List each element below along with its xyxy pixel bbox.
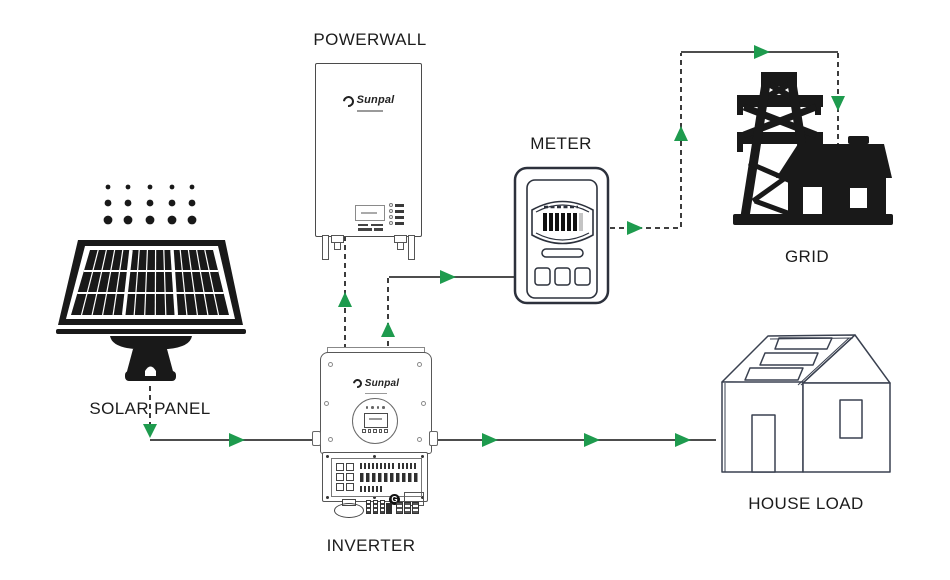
inverter-side-tab-left xyxy=(312,431,321,446)
house-door xyxy=(751,414,776,473)
inverter-buttons xyxy=(353,429,397,433)
powerwall-foot-left-stem xyxy=(334,243,341,250)
stand-arch-cutout xyxy=(145,366,156,376)
tower-leg-left xyxy=(739,76,772,224)
terminal-panel: G xyxy=(331,458,424,506)
house-load-label: HOUSE LOAD xyxy=(748,494,864,513)
meter-display-window xyxy=(531,200,594,245)
arrow-right-solar-inverter xyxy=(229,433,245,447)
grid-house-window xyxy=(850,188,867,208)
grid-icon xyxy=(733,72,893,225)
cable-connector-small xyxy=(386,503,392,514)
inverter-device: Sunpal xyxy=(320,352,432,454)
powerwall-port-icon xyxy=(374,228,383,231)
arrow-up-meter-grid xyxy=(674,126,688,141)
powerwall-led-2 xyxy=(389,209,404,213)
cable-connector xyxy=(396,502,403,514)
arrow-down-to-grid xyxy=(831,96,845,111)
powerwall-led-4 xyxy=(389,221,404,225)
flow-arrows xyxy=(143,45,845,447)
panel-stand-top xyxy=(110,336,192,349)
solar-panel-icon xyxy=(56,184,246,381)
arrow-right-top-grid xyxy=(754,45,770,59)
cable-gland-large xyxy=(334,503,364,518)
screw-icon xyxy=(324,401,329,406)
screw-icon xyxy=(417,362,422,367)
screw-icon xyxy=(421,401,426,406)
sun-rays-dots xyxy=(103,184,197,225)
inverter-display-panel xyxy=(352,398,398,444)
inverter-brand-logo: Sunpal xyxy=(321,373,431,394)
brand-text: Sunpal xyxy=(356,94,395,106)
arrow-right-to-meter xyxy=(440,270,456,284)
meter-button xyxy=(534,267,551,286)
screw-icon xyxy=(328,437,333,442)
powerwall-display xyxy=(355,205,385,221)
grid-house-body xyxy=(788,176,886,216)
powerwall-led-1 xyxy=(389,203,404,207)
screw-icon xyxy=(328,362,333,367)
meter-button xyxy=(574,267,591,286)
arrow-right-house-2 xyxy=(584,433,600,447)
brand-tagline-bar xyxy=(356,110,383,112)
roof-solar-panel xyxy=(759,352,819,366)
brand-tagline-bar xyxy=(364,392,387,394)
sunpal-swirl-icon xyxy=(340,93,356,109)
powerwall-label: POWERWALL xyxy=(313,30,427,49)
roof-solar-panel xyxy=(774,337,833,350)
powerwall-device: Sunpal xyxy=(315,63,422,260)
arrow-right-house-3 xyxy=(675,433,691,447)
arrow-up-inverter-meter xyxy=(381,322,395,337)
arrow-down-solar xyxy=(143,424,157,438)
meter-digit-bars xyxy=(543,213,583,231)
house-window xyxy=(839,399,863,439)
meter-button xyxy=(554,267,571,286)
cable-connector xyxy=(380,500,385,514)
arrow-right-house-1 xyxy=(482,433,498,447)
meter-slot xyxy=(541,248,584,258)
inverter-side-tab-right xyxy=(429,431,438,446)
panel-grid-lines xyxy=(77,249,224,316)
ground-terminal-badge: G xyxy=(389,494,400,505)
grid-house-door xyxy=(803,187,822,216)
meter-icon xyxy=(513,166,610,305)
powerwall-port-icon xyxy=(371,224,383,226)
grid-house-roof xyxy=(776,144,892,178)
cable-connector xyxy=(412,502,419,514)
grid-label: GRID xyxy=(784,247,830,266)
powerwall-foot-right xyxy=(394,235,407,243)
meter-label: METER xyxy=(530,134,592,153)
powerwall-port-icon xyxy=(358,224,368,226)
cable-connector xyxy=(373,500,378,514)
cable-connector xyxy=(366,500,371,514)
inverter-screen xyxy=(364,413,388,428)
powerwall-led-3 xyxy=(389,215,404,219)
solar-panel-label: SOLAR PANEL xyxy=(89,399,211,418)
inverter-terminal-tray: G xyxy=(322,452,428,506)
arrow-right-meter-grid xyxy=(627,221,643,235)
arrow-up-inverter-powerwall xyxy=(338,292,352,307)
powerwall-leg-right xyxy=(408,235,415,260)
powerwall-port-icon xyxy=(358,228,372,231)
house-load-icon xyxy=(721,334,891,473)
roof-solar-panel xyxy=(744,367,804,381)
powerwall-foot-left xyxy=(331,235,344,243)
ground-bar xyxy=(733,214,893,225)
sunpal-swirl-icon xyxy=(350,377,364,390)
inverter-label: INVERTER xyxy=(326,536,416,555)
cable-connector xyxy=(404,502,411,514)
screw-icon xyxy=(417,437,422,442)
powerwall-foot-right-stem xyxy=(397,243,404,250)
powerwall-brand-logo: Sunpal xyxy=(316,90,421,112)
powerwall-leg-left xyxy=(322,235,329,260)
inverter-led-dots xyxy=(353,406,397,409)
brand-text: Sunpal xyxy=(364,378,400,389)
